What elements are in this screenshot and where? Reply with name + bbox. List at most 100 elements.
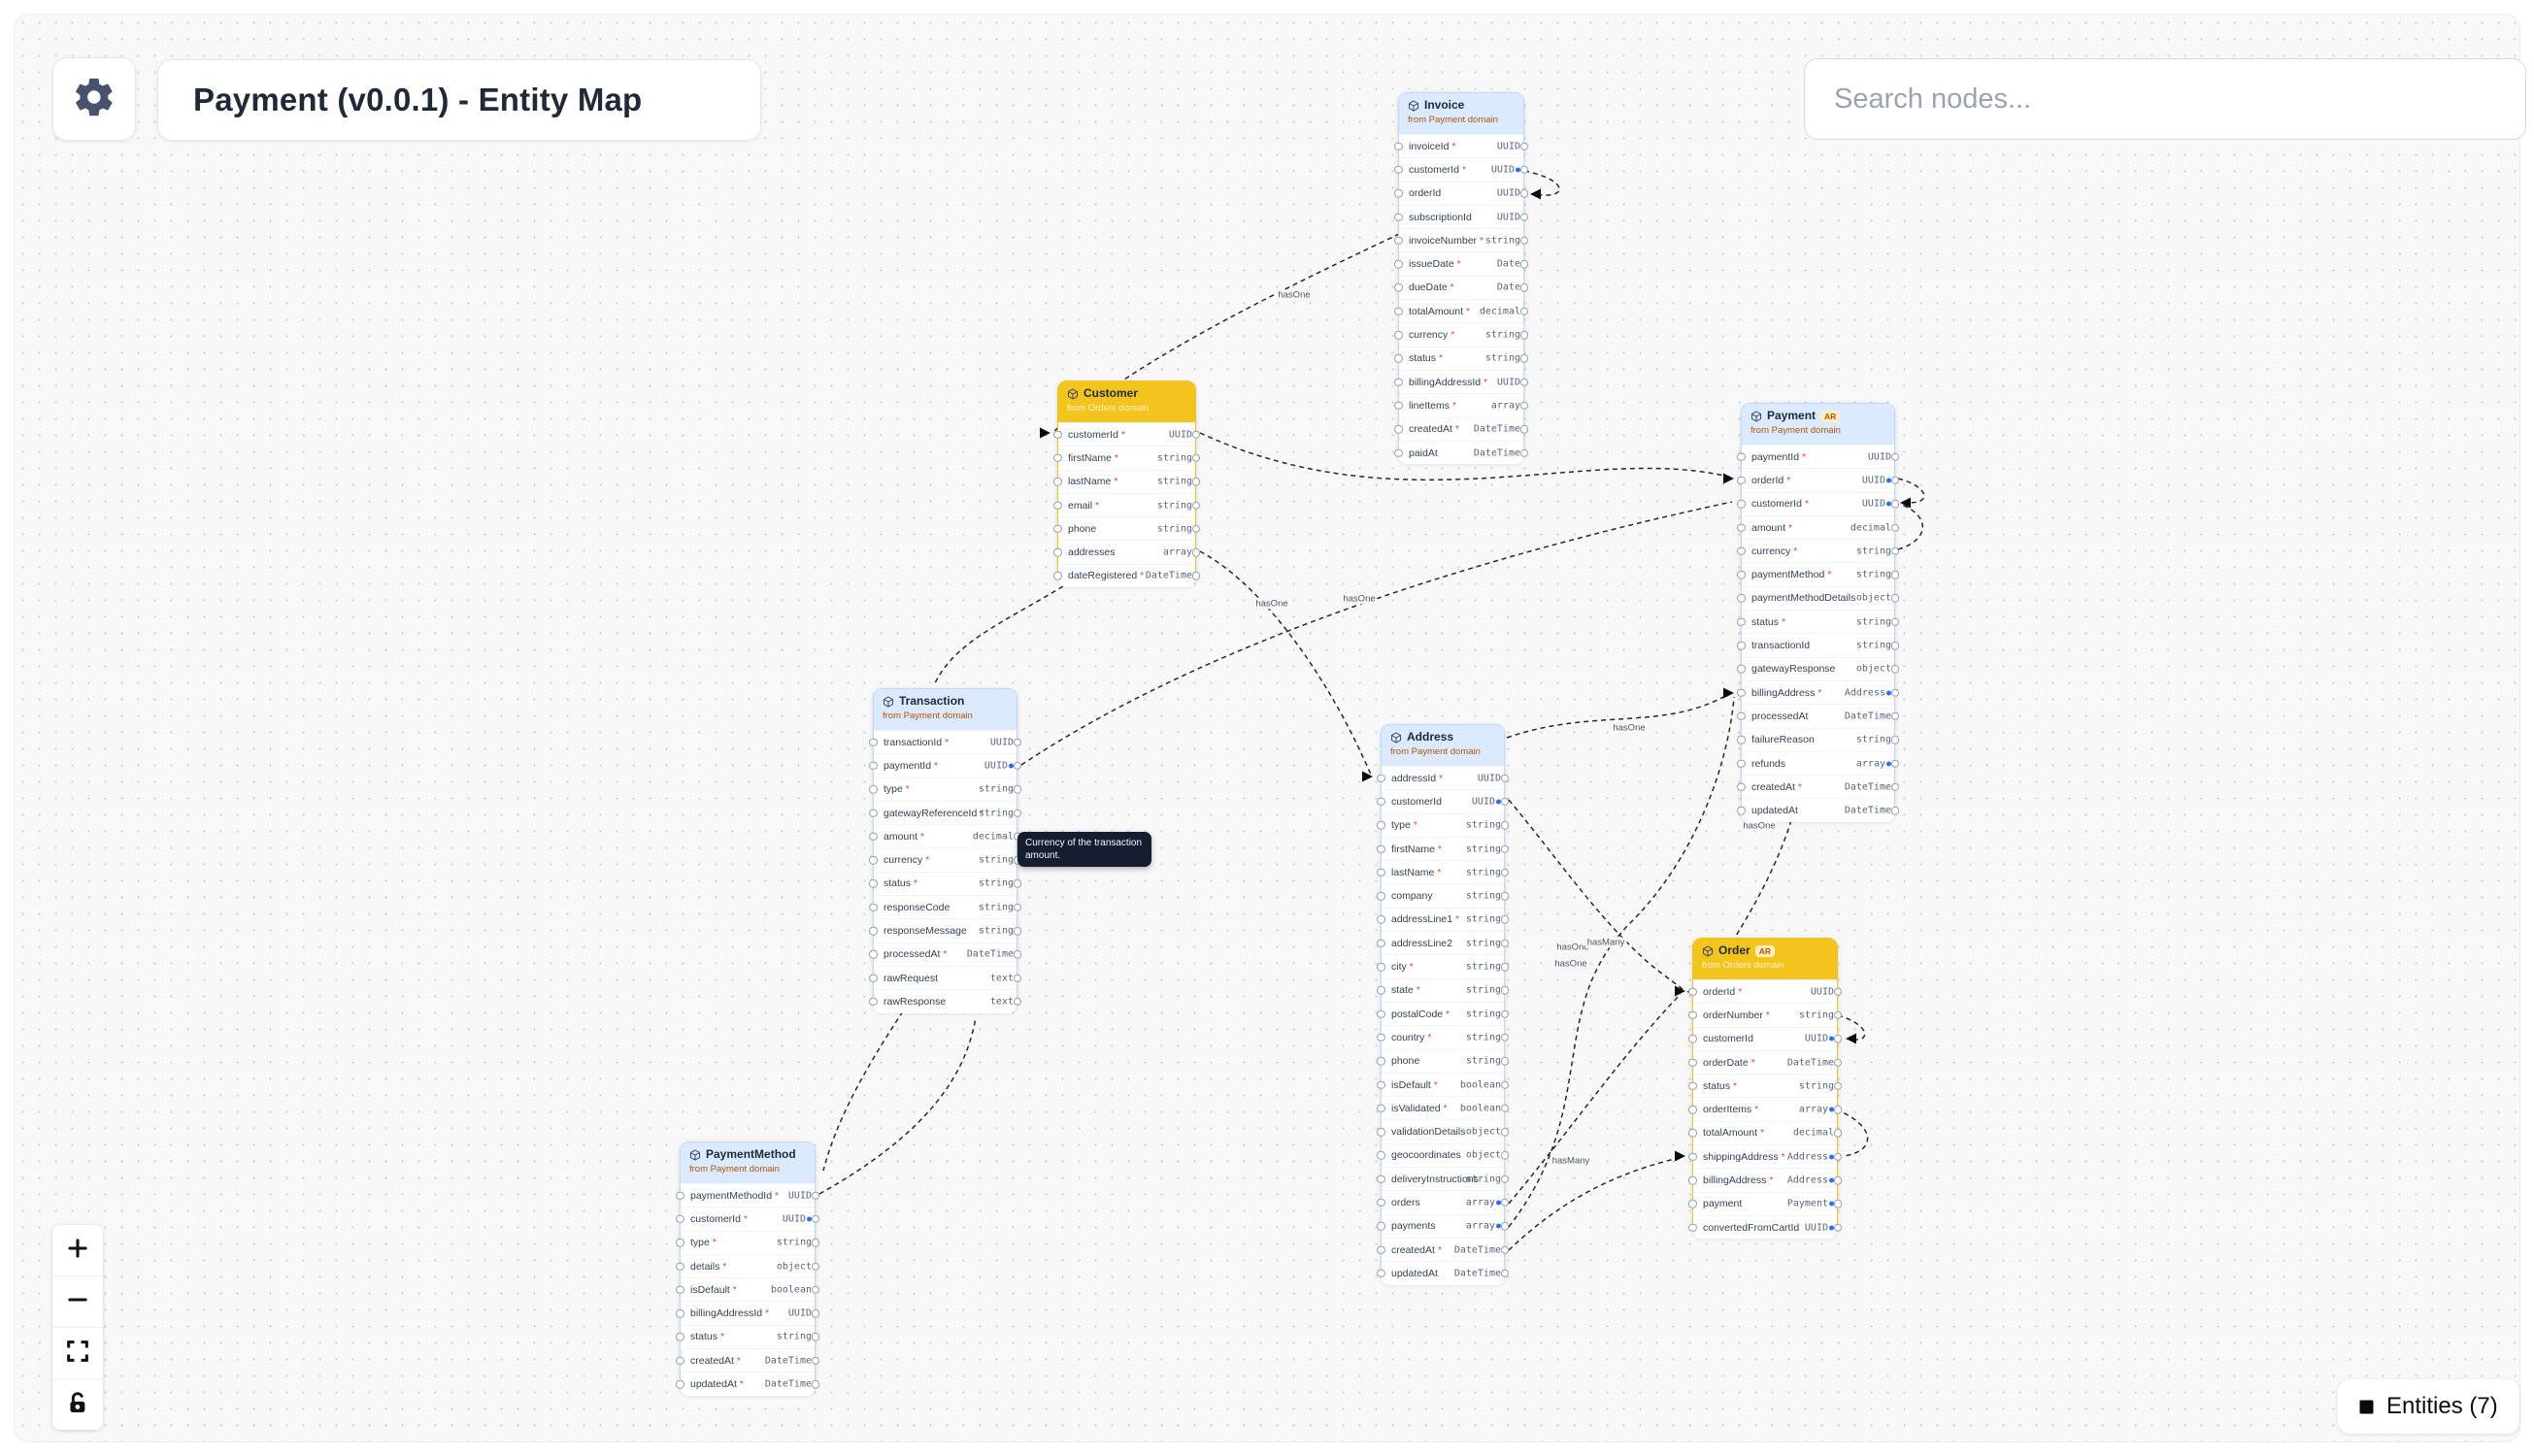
port-right[interactable] [1501, 1151, 1510, 1160]
field-row[interactable]: totalAmount *decimal [1693, 1121, 1837, 1144]
port-left[interactable] [1688, 1035, 1697, 1043]
port-left[interactable] [1053, 548, 1062, 557]
field-row[interactable]: responseMessagestring [874, 918, 1017, 942]
port-left[interactable] [869, 833, 878, 842]
port-left[interactable] [1737, 665, 1746, 674]
port-right[interactable] [1834, 1058, 1843, 1067]
field-row[interactable]: paymentsarray [1382, 1214, 1504, 1238]
port-right[interactable] [1834, 1082, 1843, 1091]
port-right[interactable] [1192, 525, 1201, 534]
field-row[interactable]: validationDetailsobject [1382, 1119, 1504, 1142]
port-left[interactable] [1377, 821, 1385, 830]
entity-card-payment[interactable]: PaymentARfrom Payment domainpaymentId *U… [1741, 403, 1895, 821]
port-right[interactable] [1520, 331, 1529, 340]
port-right[interactable] [1520, 260, 1529, 269]
field-row[interactable]: transactionId *UUID [874, 730, 1017, 753]
port-right[interactable] [1891, 452, 1900, 461]
port-left[interactable] [1688, 1176, 1697, 1185]
port-right[interactable] [1014, 785, 1022, 794]
field-row[interactable]: lastName *string [1058, 470, 1195, 493]
port-right[interactable] [1834, 1035, 1843, 1043]
port-right[interactable] [1501, 1009, 1510, 1018]
field-row[interactable]: type *string [681, 1231, 815, 1254]
zoom-in-button[interactable] [52, 1225, 103, 1276]
zoom-out-button[interactable] [52, 1276, 103, 1328]
port-right[interactable] [1501, 892, 1510, 901]
port-left[interactable] [1688, 1011, 1697, 1020]
port-right[interactable] [1501, 1080, 1510, 1089]
field-row[interactable]: processedAtDateTime [1742, 704, 1894, 727]
field-row[interactable]: paidAtDateTime [1399, 441, 1523, 464]
field-row[interactable]: status *string [1399, 347, 1523, 370]
field-row[interactable]: isDefault *boolean [681, 1277, 815, 1301]
port-left[interactable] [1394, 142, 1403, 150]
field-row[interactable]: currency *string [874, 847, 1017, 871]
field-row[interactable]: deliveryInstructionsstring [1382, 1167, 1504, 1190]
field-row[interactable]: issueDate *Date [1399, 251, 1523, 275]
field-row[interactable]: customerId *UUID [1058, 422, 1195, 446]
field-row[interactable]: amount *decimal [1742, 515, 1894, 539]
port-left[interactable] [1394, 189, 1403, 198]
port-left[interactable] [869, 974, 878, 982]
field-row[interactable]: paymentMethodDetailsobject [1742, 586, 1894, 610]
port-right[interactable] [1501, 1245, 1510, 1254]
port-left[interactable] [1394, 166, 1403, 175]
field-row[interactable]: transactionIdstring [1742, 633, 1894, 656]
field-row[interactable]: customerId *UUID [681, 1207, 815, 1230]
port-left[interactable] [1394, 307, 1403, 315]
field-row[interactable]: updatedAtDateTime [1742, 798, 1894, 821]
port-left[interactable] [869, 856, 878, 865]
field-row[interactable]: status *string [874, 872, 1017, 895]
port-right[interactable] [1520, 402, 1529, 411]
field-row[interactable]: convertedFromCartIdUUID [1693, 1215, 1837, 1239]
field-row[interactable]: failureReasonstring [1742, 728, 1894, 751]
port-left[interactable] [1394, 260, 1403, 269]
lock-toggle-button[interactable] [52, 1379, 103, 1430]
field-row[interactable]: refundsarray [1742, 751, 1894, 775]
port-right[interactable] [1520, 378, 1529, 386]
port-right[interactable] [1014, 738, 1022, 746]
port-right[interactable] [1891, 523, 1900, 532]
port-left[interactable] [1688, 1152, 1697, 1161]
port-right[interactable] [1891, 665, 1900, 674]
port-left[interactable] [1737, 759, 1746, 768]
field-row[interactable]: orderDate *DateTime [1693, 1050, 1837, 1074]
entity-card-transaction[interactable]: Transactionfrom Payment domaintransactio… [873, 688, 1017, 1012]
port-right[interactable] [1501, 915, 1510, 924]
port-left[interactable] [1688, 1106, 1697, 1114]
port-right[interactable] [812, 1356, 820, 1365]
port-left[interactable] [1688, 1200, 1697, 1208]
field-row[interactable]: phonestring [1058, 516, 1195, 540]
field-row[interactable]: companystring [1382, 883, 1504, 907]
port-right[interactable] [1520, 307, 1529, 315]
port-left[interactable] [869, 785, 878, 794]
port-left[interactable] [1688, 1082, 1697, 1091]
port-left[interactable] [1377, 1199, 1385, 1208]
port-left[interactable] [869, 762, 878, 771]
port-right[interactable] [1014, 927, 1022, 936]
field-row[interactable]: currency *string [1742, 539, 1894, 562]
port-right[interactable] [1834, 1152, 1843, 1161]
field-row[interactable]: createdAt *DateTime [681, 1348, 815, 1372]
search-input[interactable] [1804, 58, 2526, 140]
field-row[interactable]: billingAddress *Address [1693, 1168, 1837, 1191]
field-row[interactable]: type *string [874, 778, 1017, 801]
port-right[interactable] [1520, 237, 1529, 246]
field-row[interactable]: paymentPayment [1693, 1192, 1837, 1215]
port-left[interactable] [1688, 987, 1697, 996]
field-row[interactable]: shippingAddress *Address [1693, 1144, 1837, 1168]
field-row[interactable]: addressId *UUID [1382, 766, 1504, 789]
port-right[interactable] [1834, 1200, 1843, 1208]
field-row[interactable]: totalAmount *decimal [1399, 299, 1523, 322]
port-right[interactable] [1520, 213, 1529, 221]
port-right[interactable] [812, 1286, 820, 1295]
field-row[interactable]: paymentMethodId *UUID [681, 1183, 815, 1207]
field-row[interactable]: paymentId *UUID [874, 753, 1017, 777]
port-right[interactable] [1501, 1057, 1510, 1066]
port-right[interactable] [1891, 759, 1900, 768]
port-right[interactable] [1834, 1129, 1843, 1138]
port-right[interactable] [1834, 987, 1843, 996]
field-row[interactable]: orderItems *array [1693, 1097, 1837, 1120]
field-row[interactable]: invoiceId *UUID [1399, 134, 1523, 157]
port-left[interactable] [869, 903, 878, 911]
